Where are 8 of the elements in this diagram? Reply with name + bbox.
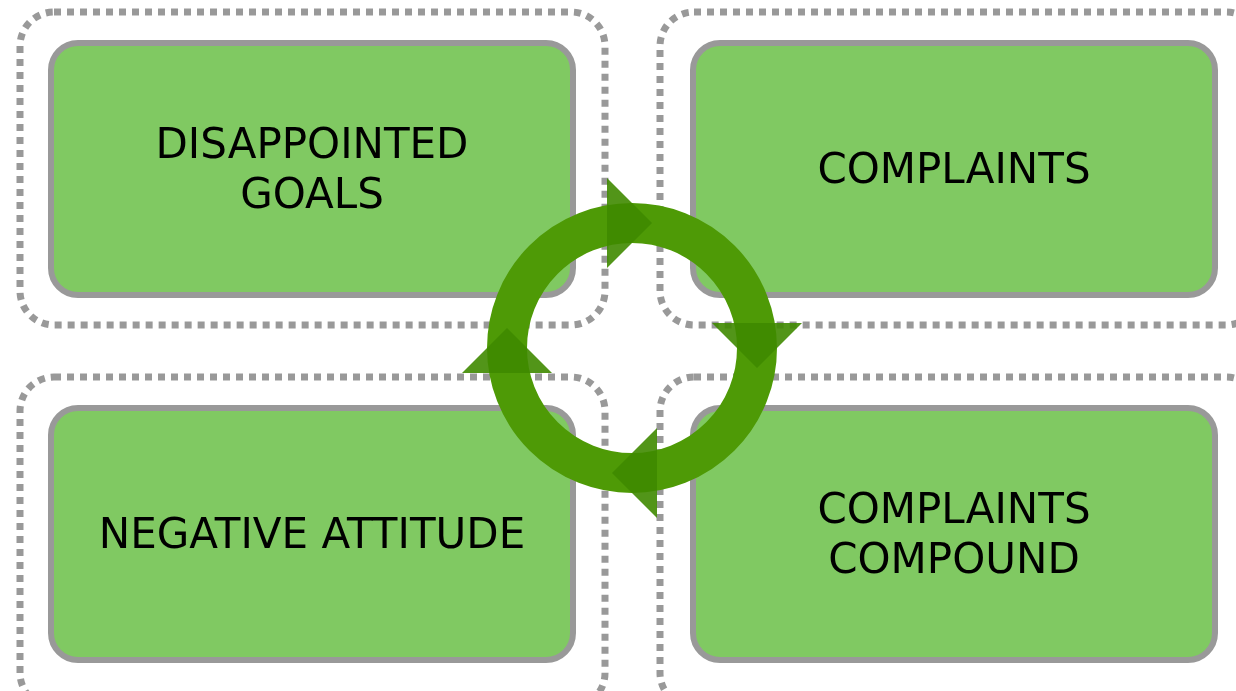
box-label: NEGATIVE ATTITUDE	[97, 508, 527, 560]
process-box	[690, 405, 1218, 663]
box-label: COMPLAINTS	[816, 143, 1092, 195]
process-box	[690, 40, 1218, 298]
box-label: DISAPPOINTED GOALS	[154, 118, 470, 220]
process-box	[48, 40, 576, 298]
box-label: COMPLAINTS COMPOUND	[816, 483, 1092, 585]
process-box	[48, 405, 576, 663]
